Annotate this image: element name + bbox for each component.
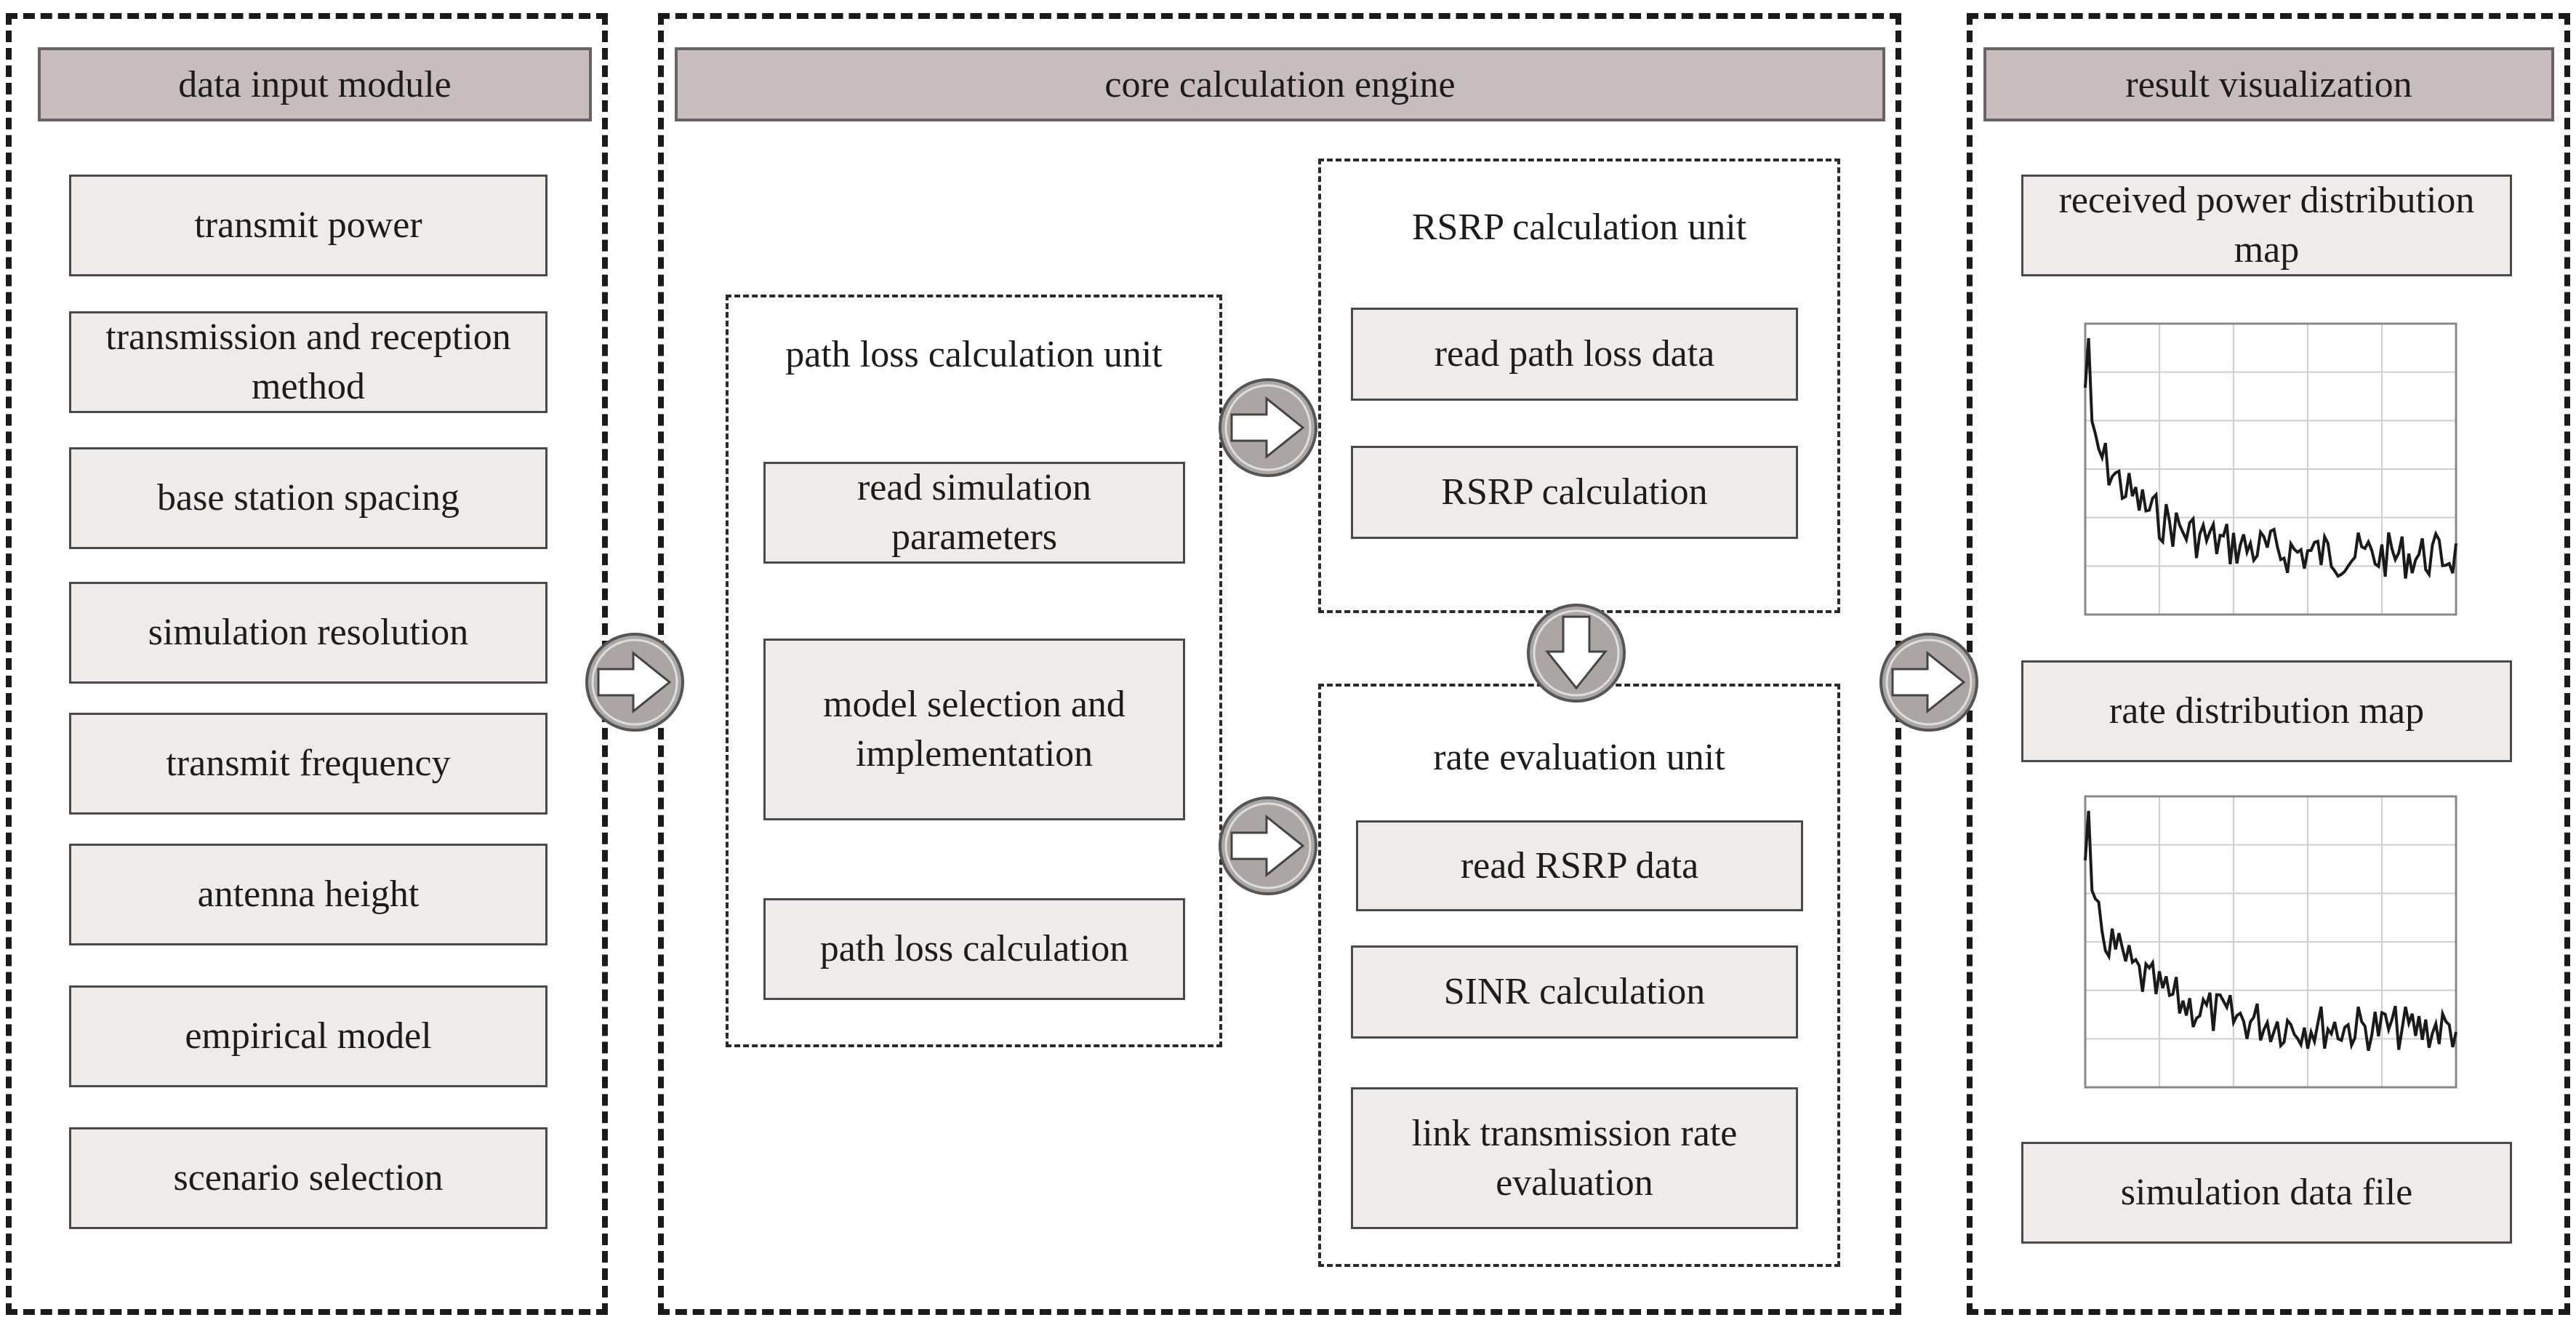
plot-grid (2085, 324, 2456, 615)
rate-distribution-map-box: rate distribution map (2021, 660, 2512, 762)
input-item-empirical-model: empirical model (69, 985, 547, 1087)
input-item-scenario-selection: scenario selection (69, 1127, 547, 1229)
data-input-header: data input module (38, 47, 592, 121)
input-item-transmit-frequency: transmit frequency (69, 713, 547, 815)
plot-trace (2084, 810, 2457, 1052)
read-rsrp-data-box: read RSRP data (1356, 820, 1803, 911)
input-item-antenna-height: antenna height (69, 844, 547, 945)
received-power-map-box: received power distribution map (2021, 175, 2512, 276)
path-loss-calculation-box: path loss calculation (763, 898, 1185, 1000)
plot-grid (2085, 796, 2456, 1087)
path-loss-unit (726, 295, 1222, 1047)
rsrp-unit-title: RSRP calculation unit (1411, 207, 1747, 248)
input-item-transmission-reception-method: transmission and reception method (69, 311, 547, 413)
rate-distribution-plot-thumbnail (2084, 795, 2457, 1089)
rsrp-to-rate-arrow-icon (1527, 604, 1626, 703)
plot-frame (2084, 795, 2457, 1089)
simulation-data-file-box: simulation data file (2021, 1142, 2512, 1244)
input-item-transmit-power: transmit power (69, 175, 547, 276)
plot-frame (2084, 322, 2457, 616)
model-selection-box: model selection and implementation (763, 639, 1185, 820)
input-item-simulation-resolution: simulation resolution (69, 582, 547, 684)
received-power-plot-thumbnail (2084, 322, 2457, 616)
read-path-loss-data-box: read path loss data (1351, 308, 1798, 401)
input-to-engine-arrow-icon (585, 633, 684, 732)
result-visualization-header: result visualization (1983, 47, 2554, 121)
sinr-calculation-box: SINR calculation (1351, 945, 1798, 1039)
rate-evaluation-unit-title: rate evaluation unit (1433, 737, 1725, 778)
link-transmission-rate-box: link transmission rate evaluation (1351, 1087, 1798, 1229)
input-item-base-station-spacing: base station spacing (69, 447, 547, 549)
rsrp-calculation-box: RSRP calculation (1351, 446, 1798, 539)
pathloss-to-rate-arrow-icon (1219, 796, 1317, 895)
engine-to-result-arrow-icon (1879, 633, 1978, 732)
path-loss-unit-title: path loss calculation unit (785, 334, 1163, 375)
core-engine-header: core calculation engine (675, 47, 1885, 121)
pathloss-to-rsrp-arrow-icon (1219, 378, 1317, 477)
read-simulation-parameters-box: read simulation parameters (763, 462, 1185, 564)
plot-trace (2084, 337, 2457, 579)
